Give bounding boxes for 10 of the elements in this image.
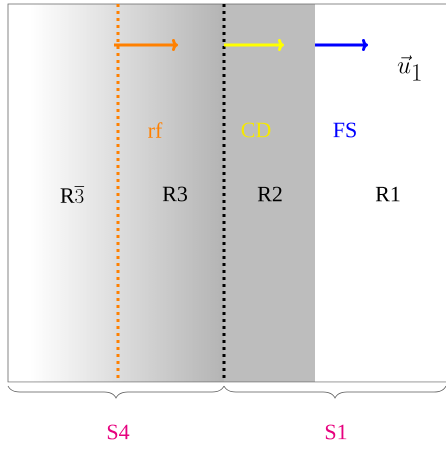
segment-label: S1 [326,424,346,440]
vector-label: $\vec{u}_1$ [398,55,421,81]
discontinuity-label: rf [148,122,162,138]
region-label: R3 [162,186,187,202]
region-label: $\mathrm{R}\overline{3}$ [60,186,84,204]
region-label: R2 [258,186,282,202]
region-label: R1 [376,186,400,202]
segment-label: S4 [108,424,130,440]
discontinuity-label: CD [242,122,270,138]
discontinuity-label: FS [333,122,356,138]
